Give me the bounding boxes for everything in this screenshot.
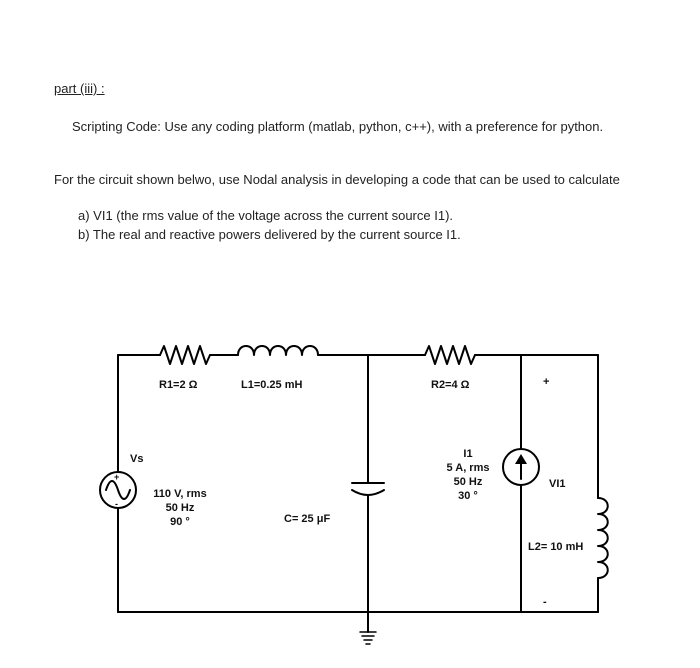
cap-label: C= 25 μF [284, 513, 330, 525]
vs-minus-sign: - [115, 499, 118, 509]
i1-rms: 5 A, rms [446, 462, 489, 474]
current-arrow-head-icon [515, 454, 527, 464]
task-item-a: a) VI1 (the rms value of the voltage acr… [78, 208, 454, 223]
ac-wave-icon [105, 480, 131, 500]
vs-phase: 90 ° [170, 516, 190, 528]
vs-name: Vs [130, 453, 143, 465]
l2-label: L2= 10 mH [528, 541, 583, 553]
task-item-b: b) The real and reactive powers delivere… [78, 227, 461, 242]
i1-phase: 30 ° [458, 490, 478, 502]
part-label: part (iii) : [54, 81, 105, 96]
resistor-r2 [424, 345, 476, 365]
vi1-minus-sign: - [543, 596, 547, 608]
problem-instruction: For the circuit shown belwo, use Nodal a… [54, 172, 620, 187]
r2-label: R2=4 Ω [431, 379, 470, 391]
r1-label: R1=2 Ω [159, 379, 198, 391]
i1-freq: 50 Hz [454, 476, 483, 488]
ground-icon [359, 631, 377, 645]
vi1-plus-sign: + [543, 376, 549, 388]
vs-freq: 50 Hz [166, 502, 195, 514]
l1-label: L1=0.25 mH [241, 379, 303, 391]
vs-rms: 110 V, rms [153, 488, 206, 500]
scripting-instruction: Scripting Code: Use any coding platform … [72, 119, 604, 134]
current-source-circle [502, 448, 540, 486]
i1-name: I1 [463, 448, 472, 460]
inductor-l1 [237, 345, 319, 356]
resistor-r1 [159, 345, 211, 365]
inductor-l2 [597, 497, 609, 579]
voltage-source-circle [99, 471, 137, 509]
vi1-label: VI1 [549, 478, 566, 490]
vs-plus-sign: + [114, 472, 119, 482]
